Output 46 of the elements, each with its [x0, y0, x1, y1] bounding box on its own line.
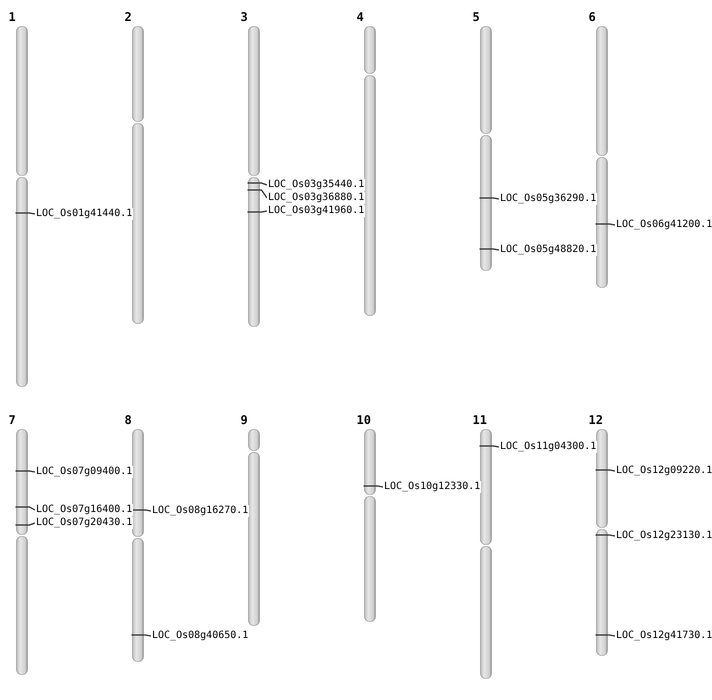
leader-line — [16, 506, 36, 511]
gene-label: LOC_Os11g04300.1 — [499, 441, 598, 453]
gene-label: LOC_Os12g41730.1 — [615, 630, 712, 642]
leader-line — [596, 469, 616, 472]
gene-label: LOC_Os03g41960.1 — [267, 205, 366, 217]
leader-line — [480, 197, 500, 200]
leader-line — [596, 534, 616, 537]
gene-label: LOC_Os08g40650.1 — [151, 630, 250, 642]
gene-label: LOC_Os03g35440.1 — [267, 179, 366, 191]
leader-line — [596, 223, 616, 226]
leader-line — [16, 522, 36, 526]
leader-line — [248, 210, 268, 213]
leader-line — [248, 182, 268, 186]
chromosome-number: 11 — [472, 413, 487, 427]
leader-line — [16, 470, 36, 473]
chromosome-number: 8 — [124, 413, 132, 427]
gene-label: LOC_Os07g09400.1 — [35, 466, 134, 478]
chromosome-number: 9 — [240, 413, 248, 427]
chromosome-number: 10 — [356, 413, 371, 427]
gene-label: LOC_Os05g36290.1 — [499, 193, 598, 205]
gene-label: LOC_Os07g16400.1 — [35, 504, 134, 516]
gene-label: LOC_Os12g09220.1 — [615, 465, 712, 477]
gene-label: LOC_Os10g12330.1 — [383, 481, 482, 493]
leader-line — [132, 509, 152, 512]
chromosome-number: 5 — [472, 10, 480, 24]
leader-line — [596, 634, 616, 637]
chromosome-number: 12 — [588, 413, 603, 427]
chromosome-number: 4 — [356, 10, 364, 24]
leader-line — [480, 445, 500, 448]
leader-line — [480, 248, 500, 251]
gene-label: LOC_Os07g20430.1 — [35, 517, 134, 529]
chromosome-number: 7 — [8, 413, 16, 427]
leader-line — [132, 634, 152, 637]
leader-line — [248, 189, 268, 198]
chromosome-number: 6 — [588, 10, 596, 24]
leader-line — [16, 212, 36, 215]
gene-label: LOC_Os05g48820.1 — [499, 244, 598, 256]
chromosome-number: 1 — [8, 10, 16, 24]
chromosome-number: 3 — [240, 10, 248, 24]
gene-label: LOC_Os01g41440.1 — [35, 208, 134, 220]
gene-label: LOC_Os12g23130.1 — [615, 530, 712, 542]
gene-label: LOC_Os03g36880.1 — [267, 192, 366, 204]
gene-label: LOC_Os06g41200.1 — [615, 219, 712, 231]
chromosome-number: 2 — [124, 10, 132, 24]
gene-label: LOC_Os08g16270.1 — [151, 505, 250, 517]
leader-line — [364, 485, 384, 488]
